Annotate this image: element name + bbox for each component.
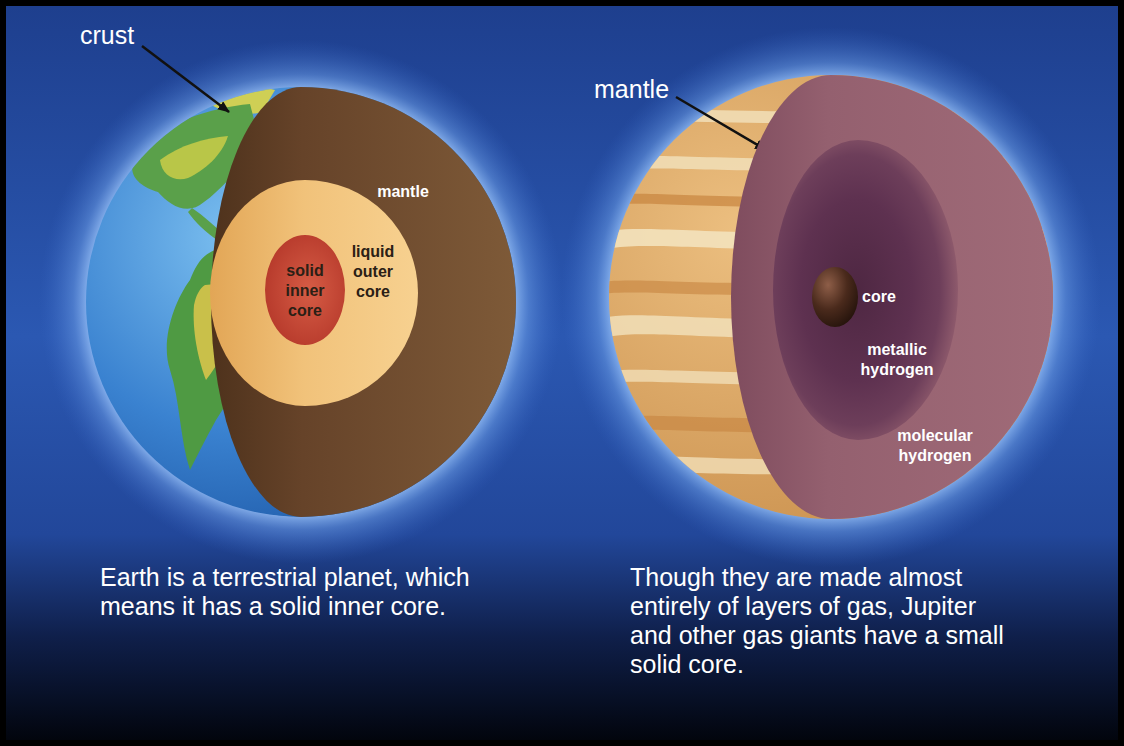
inner-core: solid inner core <box>265 235 345 345</box>
molecular-hydrogen-layer-fill <box>731 75 1053 519</box>
leader-arrow <box>142 46 229 112</box>
inner-core-fill <box>265 235 345 345</box>
jupiter-globe <box>609 75 1053 519</box>
background-panel <box>6 6 1118 740</box>
core-ball: core <box>812 267 898 327</box>
metallic-hydrogen-layer: metallic hydrogen core <box>773 140 959 441</box>
planet-glow <box>561 27 1101 567</box>
layer-label: liquid outer core <box>352 242 395 302</box>
layer-label: metallic hydrogen <box>861 340 934 380</box>
mantle-layer-fill <box>211 87 516 517</box>
leader-arrow <box>676 97 766 150</box>
label-anchor: Earth is a terrestrial planet, which mea… <box>100 563 505 621</box>
layer-label: molecular hydrogen <box>897 426 973 466</box>
earth-globe <box>86 87 516 517</box>
planet-glow <box>39 40 563 564</box>
layer-label: solid inner core <box>285 261 324 321</box>
mantle-layer: mantle liquid outer core solid inner core <box>211 87 517 518</box>
label-anchor: Though they are made almost entirely of … <box>630 563 1015 679</box>
outer-core-layer: liquid outer core solid inner core <box>210 180 419 407</box>
layer-label: core <box>862 287 896 307</box>
callout-label: crust <box>80 20 134 50</box>
layer-label: mantle <box>377 182 429 202</box>
continent <box>160 136 228 179</box>
caption-text: Though they are made almost entirely of … <box>630 563 1015 679</box>
caption-text: Earth is a terrestrial planet, which mea… <box>100 563 505 621</box>
label-anchor: crust <box>80 20 134 50</box>
label-anchor: mantle <box>594 74 669 104</box>
molecular-hydrogen-layer: molecular hydrogen metallic hydrogen core <box>731 75 1054 520</box>
core-ball-outline <box>812 267 858 327</box>
metallic-hydrogen-layer-fill <box>773 140 958 440</box>
outer-core-layer-fill <box>210 180 418 406</box>
callout-label: mantle <box>594 74 669 104</box>
core-ball-fill <box>812 267 858 327</box>
